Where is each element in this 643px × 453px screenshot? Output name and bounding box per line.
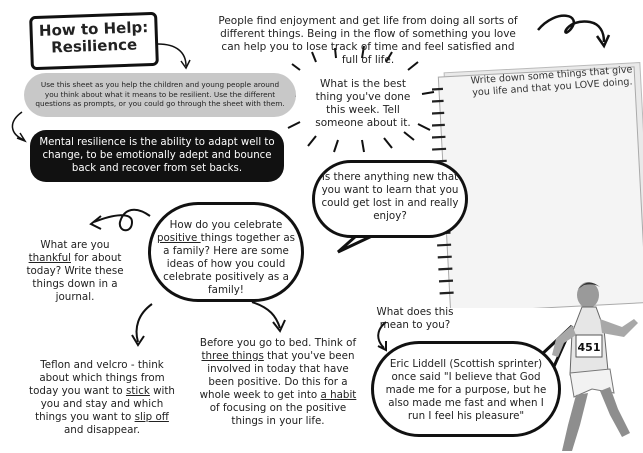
curved-arrow-icon [135,303,153,343]
runner-bib-number: 451 [578,341,601,354]
liddell-quote-bubble: Eric Liddell (Scottish sprinter) once sa… [371,341,561,437]
liddell-quote: Eric Liddell (Scottish sprinter) once sa… [385,358,547,422]
underlined-a-habit: a habit [320,389,357,401]
curved-arrow-icon [11,111,25,141]
meaning-prompt: What does this mean to you? [376,306,454,331]
loop-arrow-icon [93,208,151,232]
curved-arrow-icon [157,43,187,67]
underlined-positive: positive [156,232,201,244]
spiral-notebook [432,62,643,308]
curved-arrow-icon [251,301,281,329]
resilience-definition: Mental resilience is the ability to adap… [30,130,284,182]
best-thing-prompt: What is the best thing you've done this … [315,78,411,129]
runner-illustration: 451 [552,282,638,451]
guide-note: Use this sheet as you help the children … [24,73,296,117]
bedtime-prompt: Before you go to bed. Think of three thi… [199,337,357,427]
underlined-thankful: thankful [28,252,71,264]
learn-prompt: Is there anything new that you want to l… [321,171,459,222]
underlined-slip-off: slip off [134,411,169,423]
learn-bubble: Is there anything new that you want to l… [312,160,468,238]
celebrate-bubble: How do you celebrate positive things tog… [148,202,304,302]
loop-arrow-icon [537,14,606,43]
underlined-stick: stick [125,385,150,397]
teflon-velcro-prompt: Teflon and velcro - think about which th… [29,359,175,436]
thankful-prompt: What are you thankful for about today? W… [26,239,124,303]
celebrate-text: How do you celebrate positive things tog… [156,219,296,296]
curved-arrow-icon [377,321,387,349]
intro-text: People find enjoyment and get life from … [218,15,518,66]
underlined-three-things: three things [201,350,264,362]
